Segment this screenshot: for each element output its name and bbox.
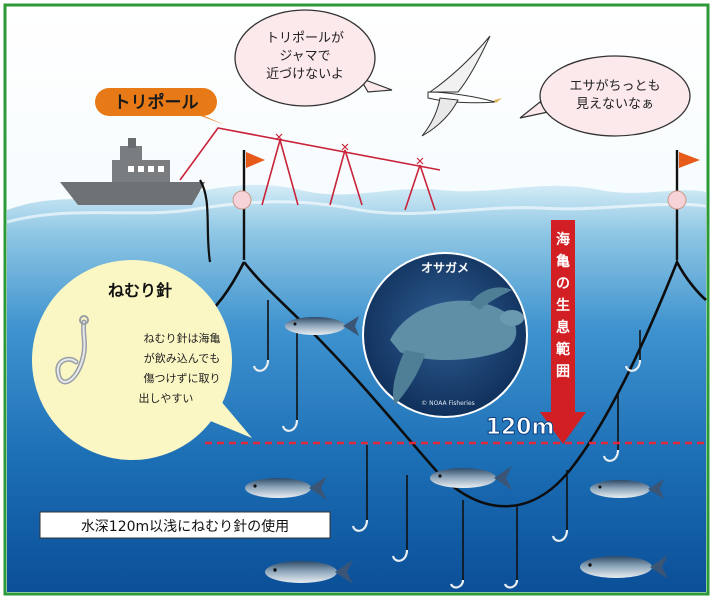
photo-credit: © NOAA Fisheries [421,400,475,407]
circle-hook-icon [55,315,89,385]
branch-lines [267,300,641,580]
footer-text: 水深120m以浅にねむり針の使用 [81,518,289,535]
buoy-flag-left [232,150,265,260]
habitat-char: 範 [556,341,570,358]
hook-icon [391,549,409,562]
albatross-icon [421,35,502,137]
leatherback-turtle-photo: オサガメ © NOAA Fisheries [362,252,528,418]
habitat-char: の [556,276,570,292]
habitat-arrow: 海 亀 の 生 息 範 囲 [540,220,586,444]
hook-icon [281,419,299,432]
bait-speech-bubble: エサがちっとも 見えないなぁ [519,55,691,137]
buoy-flag-right [667,150,700,260]
circle-hook-desc-1: ねむり針は海亀 [144,331,221,345]
bird-speech-line-3: 近づけないよ [266,67,344,82]
habitat-char: 囲 [556,364,570,380]
hook-icon [624,359,642,372]
ship-line [199,179,212,263]
tori-pole-text: トリポール [114,92,199,113]
circle-hook-desc-4: 出しやすい [139,391,194,405]
tuna-fish [245,316,668,584]
circle-hook-desc-2: が飲み込んでも [144,351,220,365]
hook-icon [602,449,620,462]
circle-hook-desc-3: 傷つけずに取り [144,371,221,385]
circle-hook-title: ねむり針 [108,281,172,300]
fishing-boat [60,138,205,205]
hooks [252,359,642,589]
tori-pole-line [179,127,441,211]
turtle-name: オサガメ [421,260,469,275]
circle-hook-bubble: ねむり針 ねむり針は海亀 が飲み込んでも 傷つけずに取り 出しやすい [32,260,252,460]
bait-speech-line-2: 見えないなぁ [576,97,654,112]
bird-speech-line-1: トリポールが [266,31,344,46]
habitat-char: 亀 [556,253,570,270]
hook-icon [449,579,465,589]
hook-icon [351,519,369,532]
hook-icon [252,359,270,372]
hook-icon [503,579,519,589]
hook-icon [551,529,569,542]
depth-label: 120m [486,415,555,440]
habitat-char: 息 [556,319,570,336]
bait-speech-line-1: エサがちっとも [569,79,660,94]
bird-speech-line-2: ジャマで [279,49,330,64]
habitat-char: 海 [556,231,570,248]
wave-line [6,200,707,224]
tori-pole-label: トリポール [95,88,225,125]
habitat-char: 生 [556,297,570,314]
bird-speech-bubble: トリポールが ジャマで 近づけないよ [234,9,393,107]
footer-caption: 水深120m以浅にねむり針の使用 [39,511,331,539]
